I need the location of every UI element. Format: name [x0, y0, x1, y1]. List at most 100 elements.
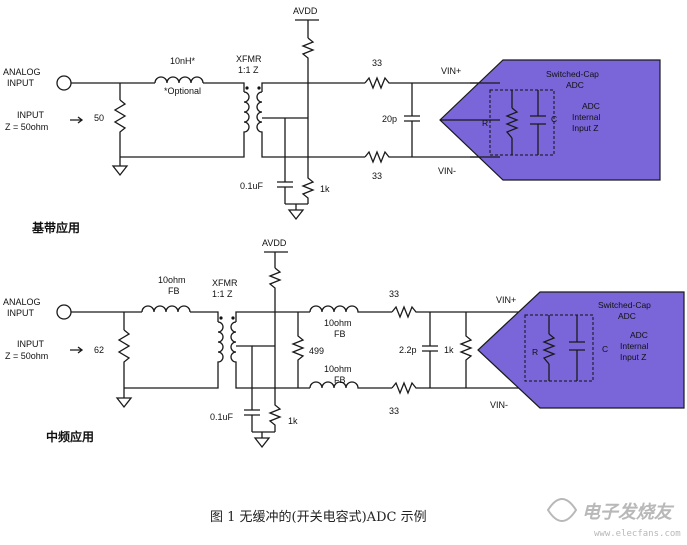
inductor-10nh — [154, 76, 204, 84]
avdd-label: AVDD — [262, 238, 287, 248]
adc-r-label: R — [482, 118, 488, 128]
capacitor-value: 2.2p — [399, 345, 417, 355]
inductor-label: 10nH* — [170, 56, 196, 66]
dot-icon — [257, 86, 261, 90]
wire — [252, 431, 275, 438]
if-circuit: ANALOG INPUT INPUT Z = 50ohm 10ohm FB 62… — [3, 238, 685, 449]
wire — [264, 251, 288, 268]
wire — [261, 82, 365, 92]
wire — [124, 370, 219, 389]
resistor-499 — [291, 312, 305, 388]
capacitor-internal — [530, 115, 546, 125]
arrow-icon — [70, 116, 84, 124]
wire — [511, 90, 539, 155]
ground-icon — [115, 397, 133, 409]
resistor-1k-diff — [459, 312, 473, 388]
dot-icon — [231, 316, 235, 320]
xfmr-label: XFMR — [212, 278, 238, 288]
logo-icon — [546, 498, 578, 522]
capacitor-value: 20p — [382, 114, 397, 124]
ferrite-bead-top — [309, 305, 392, 313]
resistor-33-top — [391, 305, 520, 319]
baseband-circuit: ANALOG INPUT INPUT Z = 50ohm 10nH* *Opti… — [3, 6, 661, 221]
resistor-internal — [505, 107, 519, 139]
fb-label: 10ohm — [158, 275, 186, 285]
ground-icon — [253, 437, 271, 449]
resistor-value: 1k — [320, 184, 330, 194]
resistor-value: 33 — [372, 58, 382, 68]
adc-r-label: R — [532, 347, 538, 357]
xfmr-ratio-label: 1:1 Z — [212, 289, 233, 299]
resistor-62 — [117, 329, 131, 388]
wire — [548, 315, 578, 381]
avdd-label: AVDD — [293, 6, 318, 16]
fb-label: FB — [334, 329, 346, 339]
resistor-value: 50 — [94, 113, 104, 123]
resistor-value: 499 — [309, 346, 324, 356]
adc-internal-label: ADC — [630, 330, 648, 340]
resistor-supply — [301, 37, 315, 118]
resistor-1k — [268, 312, 282, 432]
wire — [190, 311, 219, 322]
ground-icon — [111, 165, 129, 177]
resistor-50 — [113, 99, 127, 157]
analog-input-label: INPUT — [7, 308, 35, 318]
resistor-1k — [301, 118, 315, 204]
arrow-icon — [70, 346, 84, 354]
wire — [235, 370, 310, 389]
watermark-logo: 电子发烧友 www.elecfans.com — [546, 498, 681, 539]
xfmr-label: XFMR — [236, 54, 262, 64]
resistor-supply — [268, 267, 282, 312]
ferrite-bead-bottom — [309, 381, 392, 389]
wire — [235, 311, 310, 322]
wire — [285, 203, 308, 210]
analog-input-label: ANALOG — [3, 67, 41, 77]
vin-minus-label: VIN- — [490, 400, 508, 410]
section-heading-if: 中频应用 — [46, 429, 94, 444]
input-impedance-label: Z = 50ohm — [5, 351, 48, 361]
capacitor-20p — [404, 83, 420, 157]
adc-title: Switched-Cap — [598, 300, 651, 310]
resistor-value: 1k — [444, 345, 454, 355]
dot-icon — [245, 86, 249, 90]
figure-caption: 图 1 无缓冲的(开关电容式)ADC 示例 — [210, 509, 427, 525]
resistor-value: 1k — [288, 416, 298, 426]
transformer-secondary — [230, 321, 237, 370]
adc-internal-label: Input Z — [572, 123, 598, 133]
ferrite-bead-in — [141, 305, 191, 313]
adc-internal-label: Internal — [572, 112, 600, 122]
analog-input-label: INPUT — [7, 78, 35, 88]
analog-input-label: ANALOG — [3, 297, 41, 307]
internal-input-box — [524, 314, 594, 382]
wire — [261, 140, 365, 158]
resistor-value: 33 — [389, 289, 399, 299]
internal-input-box — [489, 89, 555, 156]
resistor-value: 62 — [94, 345, 104, 355]
fb-label: 10ohm — [324, 318, 352, 328]
adc-internal-label: ADC — [582, 101, 600, 111]
transformer-primary — [217, 321, 224, 370]
input-impedance-label: Z = 50ohm — [5, 122, 48, 132]
adc-internal-label: Internal — [620, 341, 648, 351]
fb-label: FB — [334, 375, 346, 385]
adc-title: ADC — [618, 311, 636, 321]
resistor-33-bottom — [364, 150, 500, 164]
adc-c-label: C — [602, 344, 608, 354]
dot-icon — [219, 316, 223, 320]
fb-label: FB — [168, 286, 180, 296]
fb-label: 10ohm — [324, 364, 352, 374]
wire — [120, 140, 245, 158]
resistor-value: 33 — [372, 171, 382, 181]
input-label: INPUT — [17, 110, 45, 120]
wire — [203, 82, 245, 92]
capacitor-0-1uf — [244, 409, 260, 432]
capacitor-2-2p — [422, 312, 438, 388]
analog-input-connector — [56, 75, 72, 91]
adc-c-label: C — [551, 114, 557, 124]
capacitor-0-1uf — [277, 181, 293, 204]
resistor-value: 33 — [389, 406, 399, 416]
vin-minus-label: VIN- — [438, 166, 456, 176]
watermark-url: www.elecfans.com — [594, 529, 681, 539]
resistor-33-top — [364, 76, 500, 90]
